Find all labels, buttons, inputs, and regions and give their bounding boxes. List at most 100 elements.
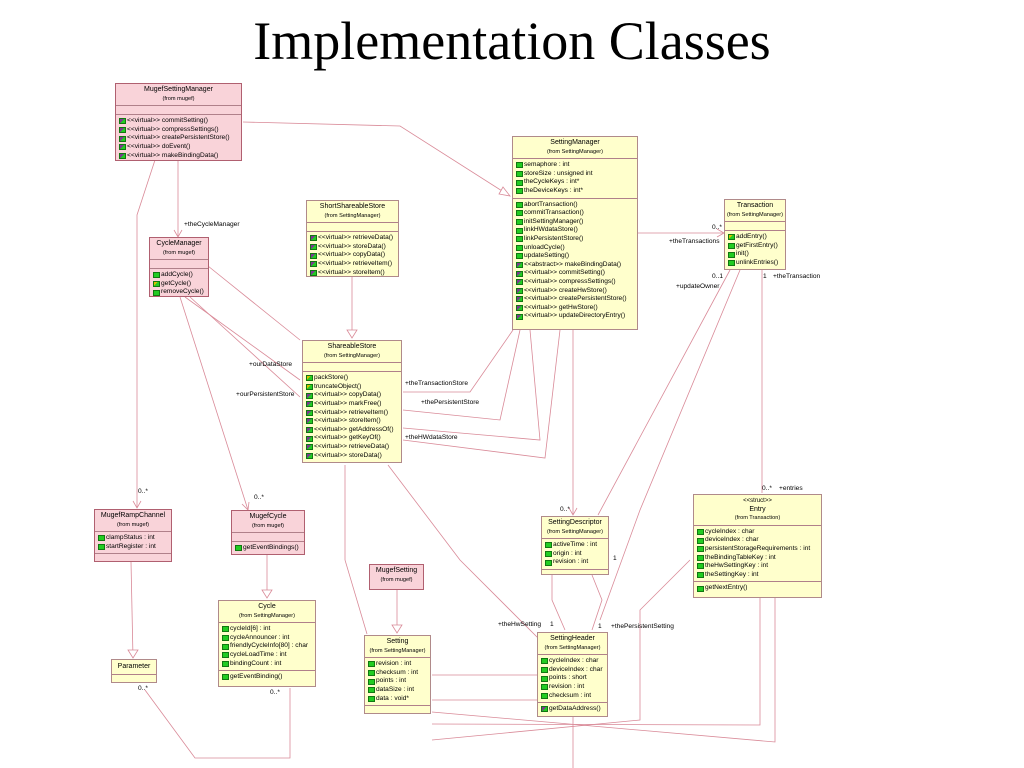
operation-icon [306, 435, 313, 442]
connector-trans-header [599, 269, 741, 621]
attribute-icon [222, 635, 229, 642]
multiplicity-label: 0..* [762, 485, 772, 492]
role-label: +thePersistentStore [421, 399, 480, 406]
class-mugef-setting[interactable]: MugefSetting(from mugef) [369, 564, 424, 590]
operation-icon [516, 304, 523, 311]
operation: truncateObject() [306, 383, 399, 392]
class-name: Transaction [736, 202, 774, 209]
attribute-icon [516, 188, 523, 195]
operations-section: getDataAddress() [538, 702, 607, 716]
class-package: (from mugef) [251, 522, 284, 529]
attribute-icon [697, 563, 704, 570]
class-transaction[interactable]: Transaction(from SettingManager) addEntr… [724, 199, 786, 270]
operation: <<virtual>> getKeyOf() [306, 434, 399, 443]
role-label: +ourDataStore [249, 361, 293, 368]
connector-param-loop [144, 688, 291, 759]
class-name: Cycle [258, 603, 276, 610]
attribute-icon [545, 551, 552, 558]
class-cycle[interactable]: Cycle(from SettingManager) cycleId[6] : … [218, 600, 316, 687]
arrowhead-msm-sm [498, 186, 511, 197]
attribute-icon [541, 675, 548, 682]
operation: unloadCycle() [516, 244, 635, 253]
operation-icon [306, 375, 313, 382]
multiplicity-label: 1 [763, 273, 767, 280]
class-setting-manager[interactable]: SettingManager(from SettingManager) sema… [512, 136, 638, 330]
class-package: (from SettingManager) [324, 352, 380, 359]
operation-icon [153, 289, 160, 296]
class-cycle-manager[interactable]: CycleManager(from mugef) addCycle() getC… [149, 237, 209, 297]
attribute: theHwSettingKey : int [697, 562, 819, 571]
class-mugef-setting-manager[interactable]: MugefSettingManager(from mugef) <<virtua… [115, 83, 242, 161]
attribute: data : void* [368, 695, 428, 704]
class-setting[interactable]: Setting(from SettingManager) revision : … [364, 635, 431, 714]
operation-icon [516, 236, 523, 243]
operations-section: abortTransaction() commitTransaction() i… [513, 197, 637, 323]
operation: <<virtual>> retrieveItem() [306, 409, 399, 418]
operations-section: getEventBindings() [232, 541, 304, 555]
attribute-icon [98, 544, 105, 551]
attributes-section: activeTime : int origin : int revision :… [542, 538, 608, 569]
attribute-icon [368, 661, 375, 668]
attribute: deviceIndex : char [697, 536, 819, 545]
operation-icon [516, 313, 523, 320]
operation-icon [728, 260, 735, 267]
attribute-icon [222, 652, 229, 659]
operation-icon [222, 674, 229, 681]
class-setting-descriptor[interactable]: SettingDescriptor(from SettingManager) a… [541, 516, 609, 575]
class-package: (from SettingManager) [239, 612, 295, 619]
role-label: +theTransactionStore [405, 380, 468, 387]
attribute: bindingCount : int [222, 660, 313, 669]
attributes-section: cycleIndex : char deviceIndex : char per… [694, 524, 821, 582]
connector-desc-header-1 [551, 575, 566, 631]
arrowhead-sss-ss [346, 329, 358, 339]
role-label: +thePersistentSetting [611, 623, 674, 630]
class-mugef-ramp-channel[interactable]: MugefRampChannel(from mugef) clampStatus… [94, 509, 172, 562]
class-stereotype: <<struct>> [743, 498, 772, 504]
connector-header-ss [387, 464, 541, 641]
operation-icon [119, 127, 126, 134]
class-entry[interactable]: <<struct>>Entry(from Transaction) cycleI… [693, 494, 822, 598]
attribute-icon [98, 535, 105, 542]
operation-icon [306, 444, 313, 451]
attributes-section [307, 222, 398, 231]
attribute-icon [516, 179, 523, 186]
attributes-section: semaphore : int storeSize : unsigned int… [513, 158, 637, 197]
attribute-icon [541, 667, 548, 674]
class-short-shareable-store[interactable]: ShortShareableStore(from SettingManager)… [306, 200, 399, 277]
operation-icon [306, 384, 313, 391]
connector-cm-ss-1 [184, 296, 301, 381]
class-package: (from SettingManager) [544, 644, 601, 651]
connector-cm-ss-2 [189, 296, 301, 398]
attribute: cycleIndex : char [541, 657, 605, 666]
operation: <<virtual>> retrieveItem() [310, 260, 396, 269]
operation-icon [728, 243, 735, 250]
arrowhead-sm-desc [568, 507, 578, 516]
class-name: MugefCycle [249, 513, 287, 520]
multiplicity-label: 0..* [712, 224, 722, 231]
connector-entry-loop-1 [431, 598, 776, 743]
attributes-section [112, 673, 156, 679]
class-shareable-store[interactable]: ShareableStore(from SettingManager) pack… [302, 340, 402, 463]
class-package: (from SettingManager) [547, 528, 603, 535]
connector-ramp-param [130, 561, 134, 659]
role-label: +theCycleManager [184, 221, 240, 228]
operation-icon [310, 261, 317, 268]
operation-icon [306, 418, 313, 425]
class-parameter[interactable]: Parameter [111, 659, 157, 683]
operation: addCycle() [153, 271, 206, 280]
multiplicity-label: 0..1 [712, 273, 723, 280]
attribute: origin : int [545, 550, 606, 559]
class-mugef-cycle[interactable]: MugefCycle (from mugef) getEventBindings(… [231, 510, 305, 555]
operation-icon [310, 244, 317, 251]
operations-section: getEventBinding() [219, 670, 315, 684]
multiplicity-label: 0..* [138, 685, 148, 692]
multiplicity-label: 0..* [138, 488, 148, 495]
attributes-section [116, 105, 241, 114]
connector-sm-ss-3 [402, 329, 541, 441]
class-setting-header[interactable]: SettingHeader(from SettingManager) cycle… [537, 632, 608, 717]
connector-sm-ss-4 [402, 329, 561, 459]
operation: <<virtual>> compressSettings() [119, 126, 239, 135]
class-name: MugefRampChannel [100, 512, 166, 519]
connector-setting-ss [344, 465, 368, 635]
operation-icon [516, 287, 523, 294]
